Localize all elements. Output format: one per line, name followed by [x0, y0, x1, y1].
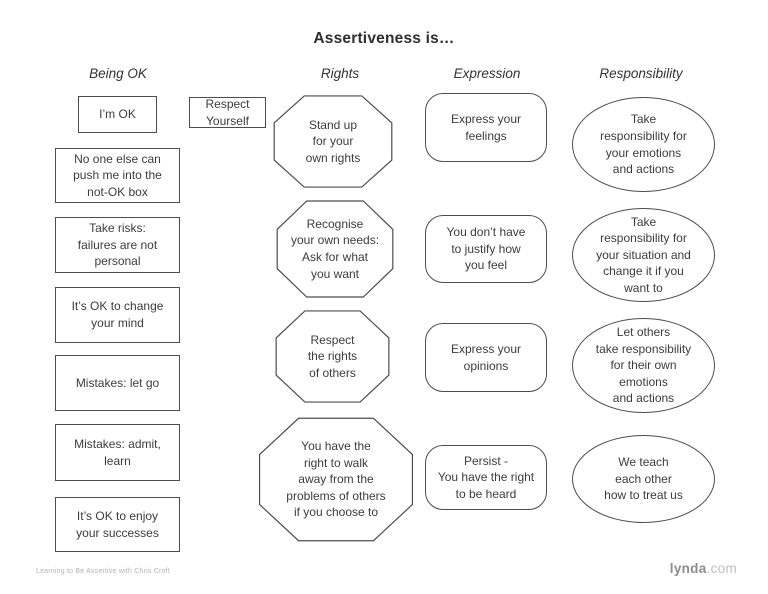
- column-header-responsibility: Responsibility: [599, 66, 683, 81]
- being-ok-box-mistakes-admit: Mistakes: admit, learn: [55, 424, 180, 481]
- being-ok-box-take-risks: Take risks: failures are not personal: [55, 217, 180, 273]
- being-ok-box-enjoy-successes: It’s OK to enjoy your successes: [55, 497, 180, 552]
- rights-octagon-recognise-needs: Recognise your own needs: Ask for what y…: [276, 200, 394, 298]
- octagon-label: You have the right to walk away from the…: [286, 439, 386, 520]
- lynda-logo-name: lynda: [669, 561, 707, 576]
- being-ok-box-mistakes-let-go: Mistakes: let go: [55, 355, 180, 411]
- column-header-being-ok: Being OK: [89, 66, 147, 81]
- course-credit: Learning to Be Assertive with Chris Crof…: [36, 568, 170, 575]
- responsibility-ellipse-emotions: Take responsibility for your emotions an…: [572, 97, 715, 192]
- being-ok-box-change-mind: It’s OK to change your mind: [55, 287, 180, 343]
- octagon-outline: [273, 95, 393, 188]
- octagon-outline: [258, 417, 414, 542]
- responsibility-ellipse-teach: We teach each other how to treat us: [572, 435, 715, 523]
- octagon-label: Stand up for your own rights: [305, 117, 361, 165]
- respect-yourself-box: Respect Yourself: [189, 97, 266, 128]
- expression-box-feelings: Express your feelings: [425, 93, 547, 162]
- rights-octagon-walk-away: You have the right to walk away from the…: [258, 417, 414, 542]
- rights-octagon-respect-others: Respect the rights of others: [275, 310, 390, 403]
- octagon-label: Respect the rights of others: [307, 332, 358, 380]
- expression-box-opinions: Express your opinions: [425, 323, 547, 392]
- column-header-expression: Expression: [453, 66, 521, 81]
- rights-octagon-stand-up: Stand up for your own rights: [273, 95, 393, 188]
- lynda-logo-suffix: .com: [706, 561, 737, 576]
- being-ok-box-im-ok: I’m OK: [78, 96, 157, 133]
- slide-title: Assertiveness is…: [313, 30, 455, 47]
- lynda-logo: lynda.com: [670, 561, 737, 576]
- octagon-label: Recognise your own needs: Ask for what y…: [290, 216, 380, 281]
- responsibility-ellipse-let-others: Let others take responsibility for their…: [572, 318, 715, 413]
- octagon-outline: [276, 200, 394, 298]
- responsibility-ellipse-situation: Take responsibility for your situation a…: [572, 208, 715, 302]
- expression-box-persist: Persist - You have the right to be heard: [425, 445, 547, 510]
- being-ok-box-not-ok-box: No one else can push me into the not-OK …: [55, 148, 180, 203]
- column-header-rights: Rights: [320, 66, 360, 81]
- expression-box-justify: You don’t have to justify how you feel: [425, 215, 547, 283]
- octagon-outline: [275, 310, 390, 403]
